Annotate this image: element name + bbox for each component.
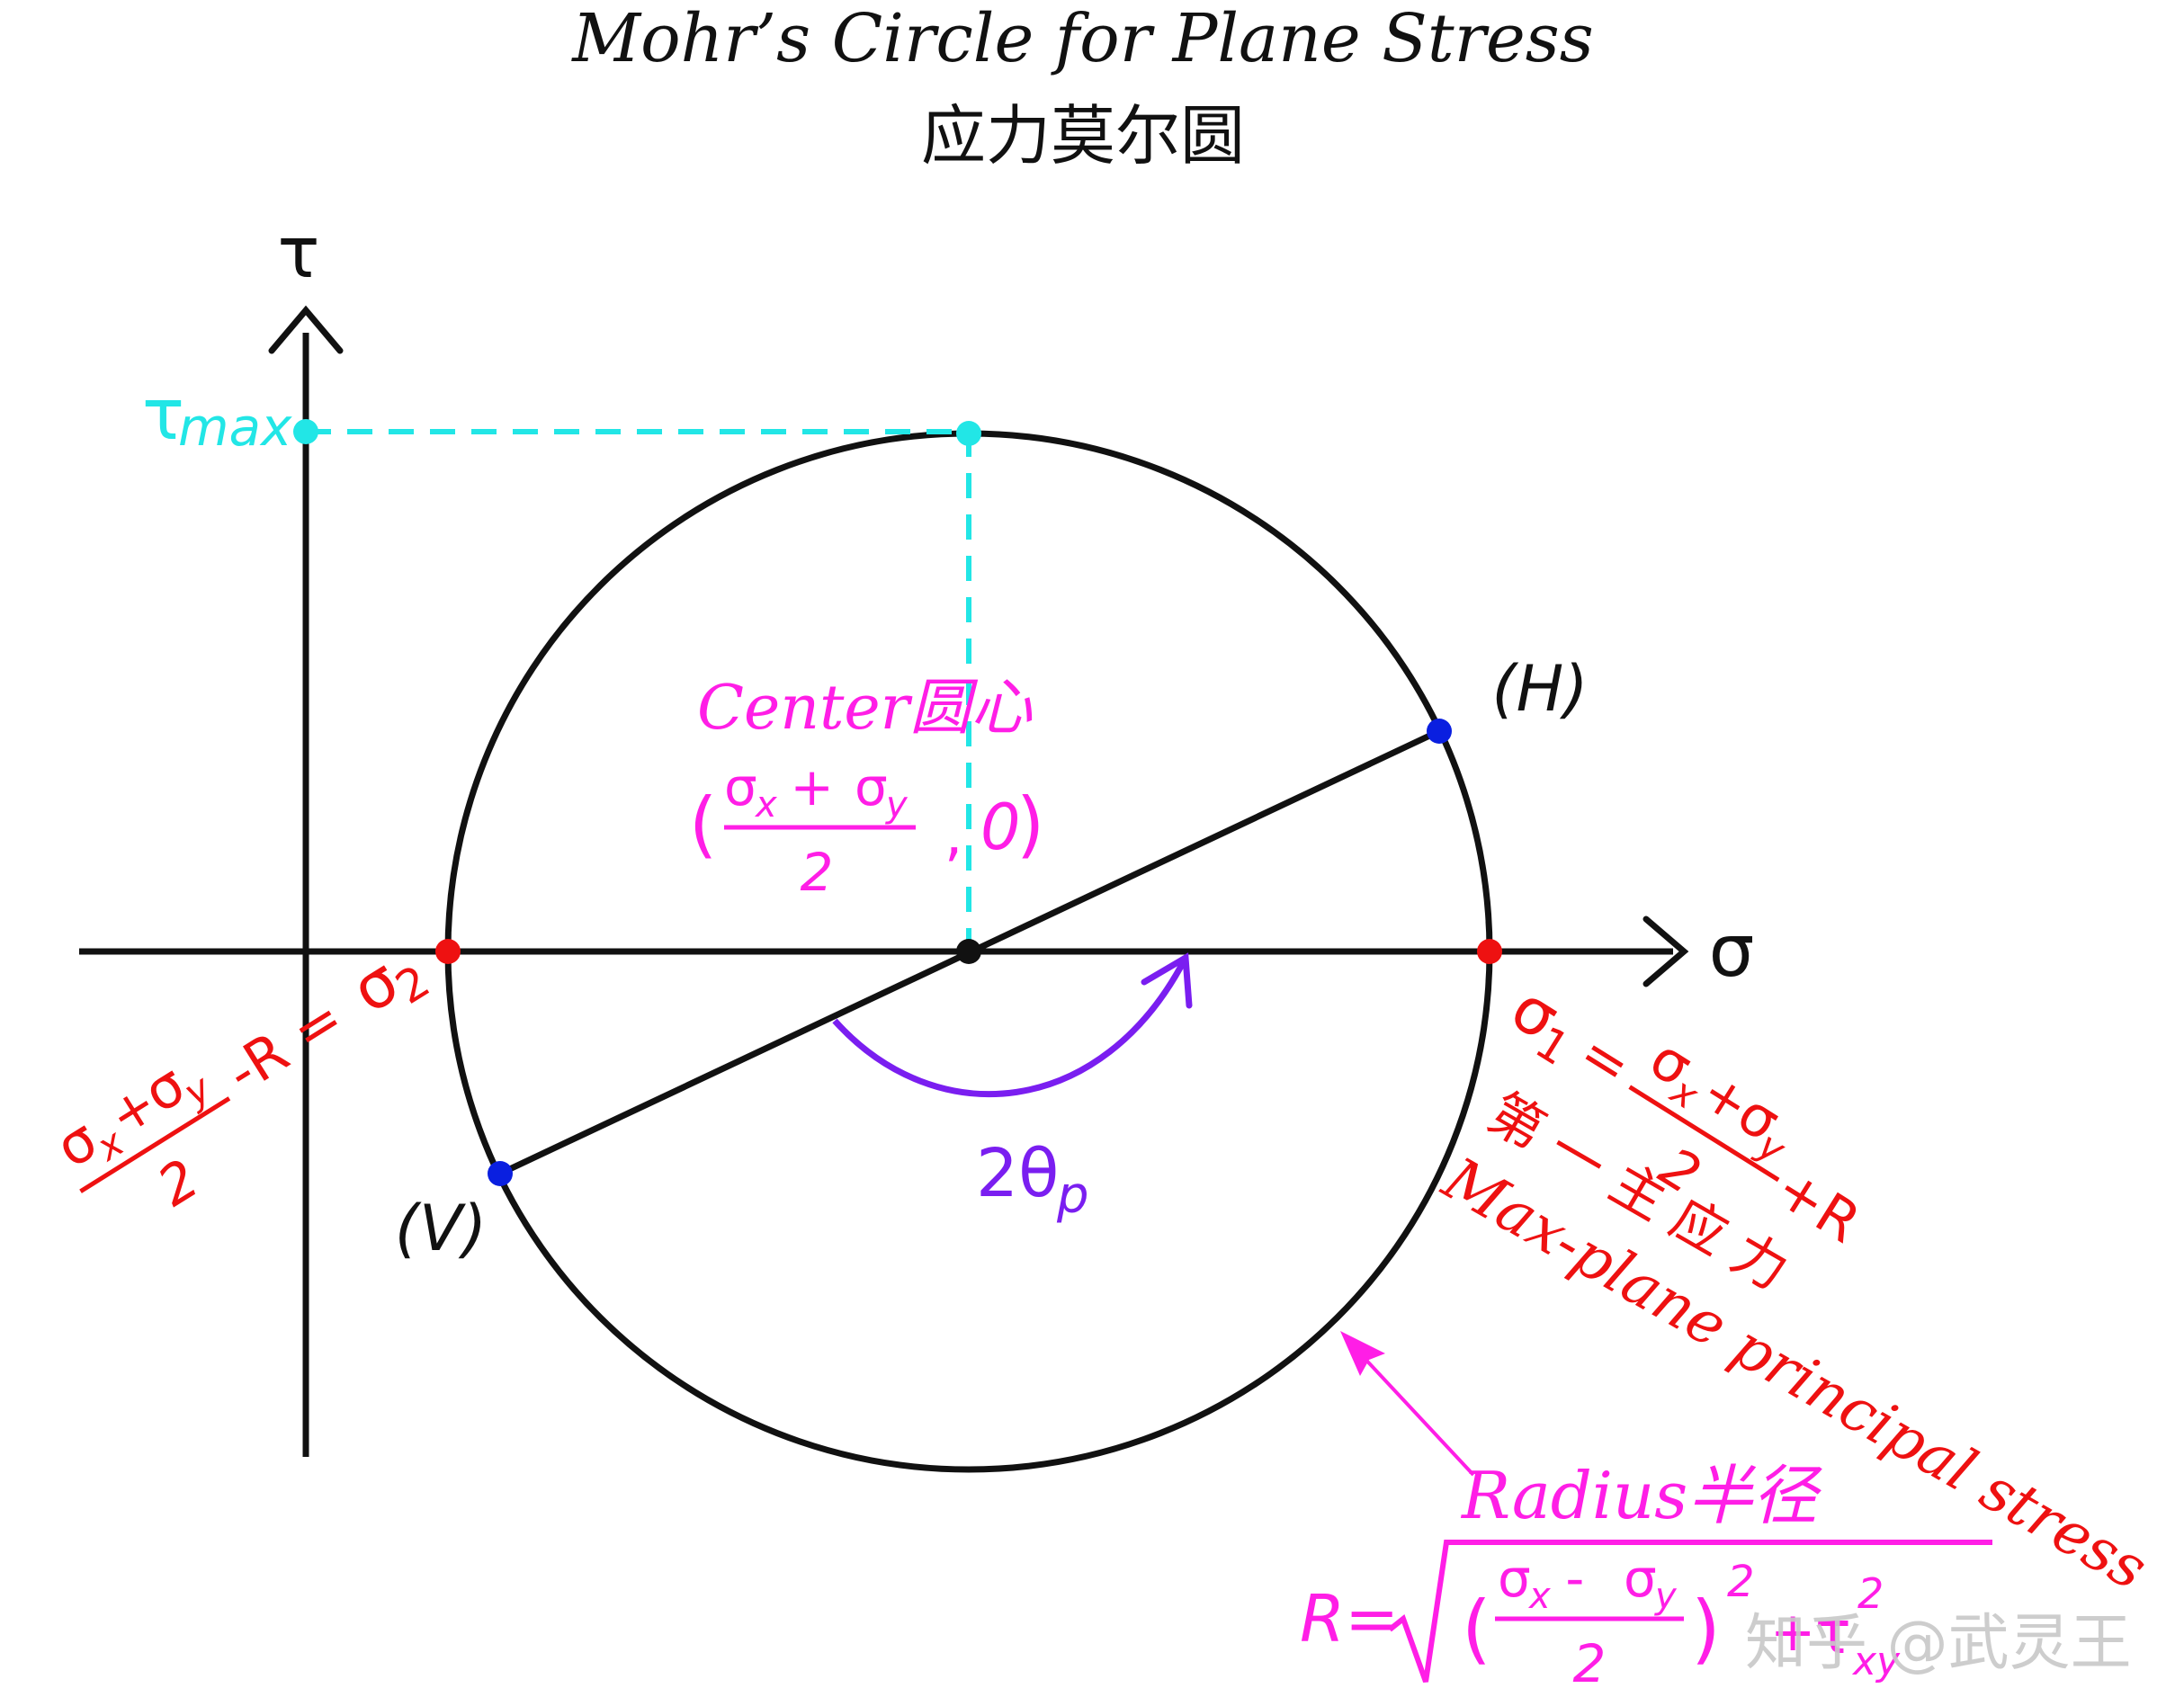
tau-max-subscript: max [178,397,292,458]
center-num-y: y [885,784,909,826]
center-annotation: Center圆心 ( σ x + σ y 2 , 0 ) [689,673,1044,903]
center-denominator: 2 [801,842,834,903]
sigma2-point [435,939,461,964]
sigma1-point [1477,939,1502,964]
tau-max-axis-point [293,419,318,444]
angle-arc-arrowhead [1141,952,1193,1009]
radius-close-paren: ) [1691,1585,1721,1673]
tau-max-symbol: τ [142,375,184,456]
radius-pointer-arrowhead [1340,1331,1385,1376]
radius-square-exponent: 2 [1727,1557,1755,1607]
center-comma: , [944,802,962,869]
radius-r-equals: R= [1300,1581,1399,1657]
h-point [1427,719,1452,744]
v-point-label: (V) [395,1192,488,1265]
radius-num-sigma-y: σ [1624,1548,1657,1609]
angle-arc [832,956,1189,1098]
radius-tau-subscript: xy [1851,1639,1901,1684]
sigma1-fraction-bar [1628,1085,1780,1183]
center-zero: 0 [980,790,1021,864]
radius-tau-exponent: 2 [1857,1569,1884,1618]
radius-title: Radius半径 [1460,1458,1822,1533]
sigma2-minus-r: -R = [215,976,370,1106]
center-close-paren: ) [1016,782,1044,866]
sigma2-denominator: 2 [148,1148,210,1219]
sigma2-fraction-bar [79,1096,231,1193]
radius-denominator: 2 [1573,1633,1607,1694]
tau-axis-label: τ [278,213,320,294]
sigma-axis-label: σ [1709,909,1755,993]
diagram-subtitle: 应力莫尔圆 [921,98,1245,174]
center-title: Center圆心 [697,673,1033,744]
radius-num-sigma-x: σ [1498,1548,1531,1609]
radius-tau-symbol: τ [1815,1598,1851,1667]
radius-root-sign [1388,1540,1992,1684]
radius-num-x: x [1527,1576,1551,1617]
angle-label: 2θ [976,1135,1059,1212]
diagram-title: Mohr’s Circle for Plane Stress [570,0,1593,77]
center-num-x: x [754,784,777,826]
center-num-sigma-y: σ [855,756,888,817]
angle-label-subscript: p [1056,1166,1089,1225]
center-num-sigma-x: σ [724,756,757,817]
center-open-paren: ( [689,782,717,866]
tau-axis-arrowhead [268,305,344,354]
center-point [956,939,981,964]
radius-pointer-line [1358,1352,1475,1477]
radius-annotation: Radius半径 R= ( σ x - σ y 2 ) 2 + τ xy 2 [1300,1458,1992,1694]
radius-open-paren: ( [1462,1585,1491,1673]
tau-max-circle-point [956,421,981,446]
watermark: 知乎 @武灵王 [1745,1608,2132,1679]
radius-plus: + [1770,1601,1815,1664]
radius-num-y: y [1654,1576,1678,1617]
center-num-plus: + [774,756,850,817]
h-point-label: (H) [1491,652,1588,726]
radius-num-minus: - [1549,1548,1601,1609]
sigma-axis-arrowhead [1642,916,1689,987]
v-point [488,1161,513,1186]
